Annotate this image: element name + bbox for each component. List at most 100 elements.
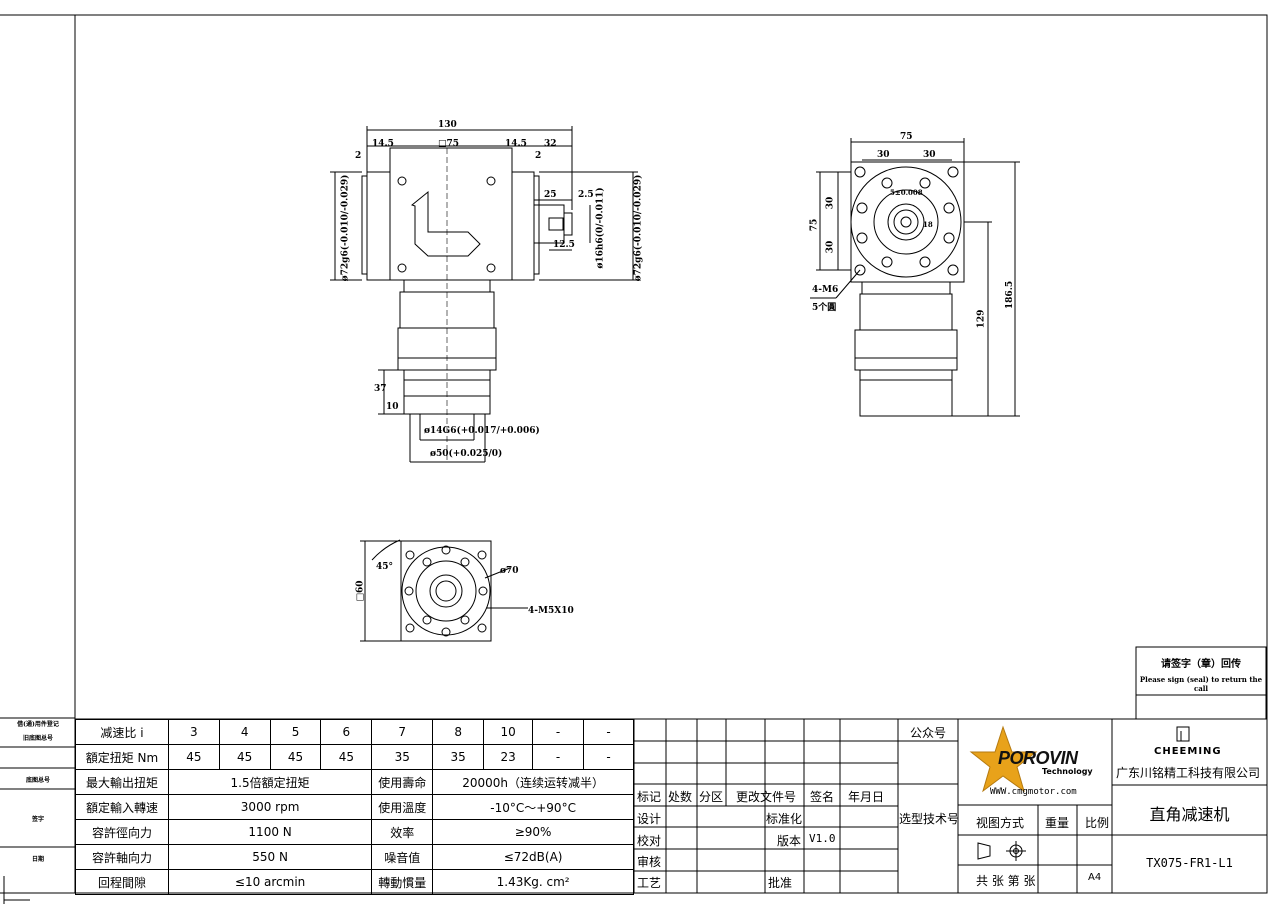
sidebar-label-date: 日期 (31, 856, 44, 863)
dim-side-key: 5±0.008 (890, 188, 923, 197)
side-view (810, 138, 1020, 417)
sidebar-label-old-drawing: 旧底图总号 (22, 735, 53, 742)
dim-right-extent: 32 (544, 139, 557, 149)
rev-process: 工艺 (637, 876, 662, 890)
rev-version-label: 版本 (777, 834, 802, 848)
table-row: 回程間隙 ≤10 arcmin 轉動慣量 1.43Kg. cm² (75, 869, 634, 895)
sidebar-label-drawing-number: 底图总号 (25, 777, 50, 784)
spec-value: 3000 rpm (167, 794, 373, 820)
product-name: 直角减速机 (1149, 805, 1230, 824)
dim-side-bore: 18 (923, 220, 933, 229)
spec-value: ≥90% (432, 819, 634, 845)
spec-value: 23 (483, 744, 534, 770)
return-note-subtitle: Please sign (seal) to return the call (1139, 675, 1263, 693)
front-view (330, 126, 638, 463)
dim-side-holes: 4-M6 (812, 285, 839, 295)
dim-side-height: 75 (809, 218, 820, 232)
dim-spigot-length: 10 (386, 402, 399, 412)
table-row: 减速比 i 3 4 5 6 7 8 10 - - (75, 719, 634, 745)
spec-value: 35 (432, 744, 485, 770)
cheeming-logo (1176, 726, 1190, 742)
spec-value: 1.43Kg. cm² (432, 869, 634, 895)
spec-label: 效率 (371, 819, 434, 845)
dim-motor-spigot: ø50(+0.025/0) (430, 449, 503, 459)
table-row: 容許徑向力 1100 N 效率 ≥90% (75, 819, 634, 845)
dim-end-pcd: ø70 (500, 566, 519, 576)
dim-flange-left: ø72g6(-0.010/-0.029) (340, 174, 351, 282)
table-row: 最大輸出扭矩 1.5倍額定扭矩 使用壽命 20000h（连续运转减半） (75, 769, 634, 795)
dim-side-vert-b: 30 (825, 240, 836, 254)
projection-symbol (977, 841, 1026, 861)
brand-logo (969, 725, 1038, 793)
public-account-label: 公众号 (910, 726, 947, 740)
dim-shaft-dia: ø16h6(0/-0.011) (595, 187, 606, 269)
rev-version: V1.0 (809, 832, 836, 845)
spec-value: 8 (432, 719, 485, 745)
brand-website: WWW.cmgmotor.com (990, 787, 1077, 797)
rev-header-zone: 分区 (699, 790, 724, 804)
model-number: TX075-FR1-L1 (1146, 856, 1233, 870)
sidebar-label-signature: 签字 (31, 816, 44, 823)
spec-value: 1.5倍額定扭矩 (167, 769, 373, 795)
rev-approve: 批准 (768, 876, 793, 890)
dim-side-vert-a: 30 (825, 196, 836, 210)
spec-value: 1100 N (167, 819, 373, 845)
dim-end-angle: 45° (376, 562, 394, 572)
company-name: 广东川铭精工科技有限公司 (1116, 766, 1261, 780)
dim-motor-length: 37 (374, 384, 387, 394)
dim-right-gap: 14.5 (505, 139, 527, 149)
rev-header-date: 年月日 (848, 790, 885, 804)
dim-end-square: □60 (355, 580, 366, 602)
spec-value: 4 (218, 719, 271, 745)
spec-label: 使用壽命 (371, 769, 434, 795)
spec-label: 額定扭矩 Nm (75, 744, 169, 770)
brand-logo-text: POROVIN (998, 748, 1078, 768)
dim-key-length: 25 (544, 190, 557, 200)
dim-left-small: 2 (355, 151, 362, 161)
paper-size: A4 (1088, 872, 1102, 883)
dim-shaft-length: 12.5 (553, 240, 575, 250)
dim-top-square: □75 (438, 139, 460, 149)
spec-value: - (583, 719, 634, 745)
dim-side-len-a: 129 (976, 309, 987, 329)
spec-value: 6 (320, 719, 373, 745)
spec-value: - (532, 744, 584, 770)
table-row: 容許軸向力 550 N 噪音值 ≤72dB(A) (75, 844, 634, 870)
rev-header-count: 处数 (668, 790, 693, 804)
spec-label: 使用溫度 (371, 794, 434, 820)
spec-label: 回程間隙 (75, 869, 169, 895)
dim-right-small: 2 (535, 151, 542, 161)
spec-value: 45 (320, 744, 373, 770)
dim-side-len-b: 186.5 (1005, 280, 1016, 310)
table-row: 額定輸入轉速 3000 rpm 使用溫度 -10°C～+90°C (75, 794, 634, 820)
spec-value: ≤10 arcmin (167, 869, 373, 895)
dim-motor-shaft: ø14G6(+0.017/+0.006) (424, 426, 540, 436)
spec-table: 减速比 i 3 4 5 6 7 8 10 - - 額定扭矩 Nm 45 45 4… (75, 719, 634, 895)
spec-value: 45 (269, 744, 322, 770)
spec-label: 容許軸向力 (75, 844, 169, 870)
spec-value: 10 (483, 719, 534, 745)
spec-value: -10°C～+90°C (432, 794, 634, 820)
dim-side-width: 75 (900, 132, 913, 142)
sidebar-label-borrow: 借(通)用件登记 (17, 721, 59, 728)
rev-design: 设计 (637, 812, 662, 826)
spec-label: 噪音值 (371, 844, 434, 870)
spec-value: 45 (218, 744, 271, 770)
spec-label: 轉動慣量 (371, 869, 434, 895)
spec-value: - (532, 719, 584, 745)
spec-value: 20000h（连续运转减半） (432, 769, 634, 795)
dim-overall-width: 130 (438, 120, 457, 130)
spec-value: - (583, 744, 634, 770)
end-view (360, 539, 528, 642)
view-mode-label: 视图方式 (976, 816, 1025, 830)
scale-label: 比例 (1085, 816, 1110, 830)
spec-value: 35 (371, 744, 434, 770)
spec-label: 减速比 i (75, 719, 169, 745)
rev-header-docno: 更改文件号 (736, 790, 797, 804)
company-mark: CHEEMING (1154, 746, 1222, 757)
return-note-title: 请签字（章）回传 (1161, 659, 1241, 670)
rev-header-sign: 签名 (810, 790, 835, 804)
selection-label: 选型技术号 (899, 812, 960, 826)
spec-value: 550 N (167, 844, 373, 870)
